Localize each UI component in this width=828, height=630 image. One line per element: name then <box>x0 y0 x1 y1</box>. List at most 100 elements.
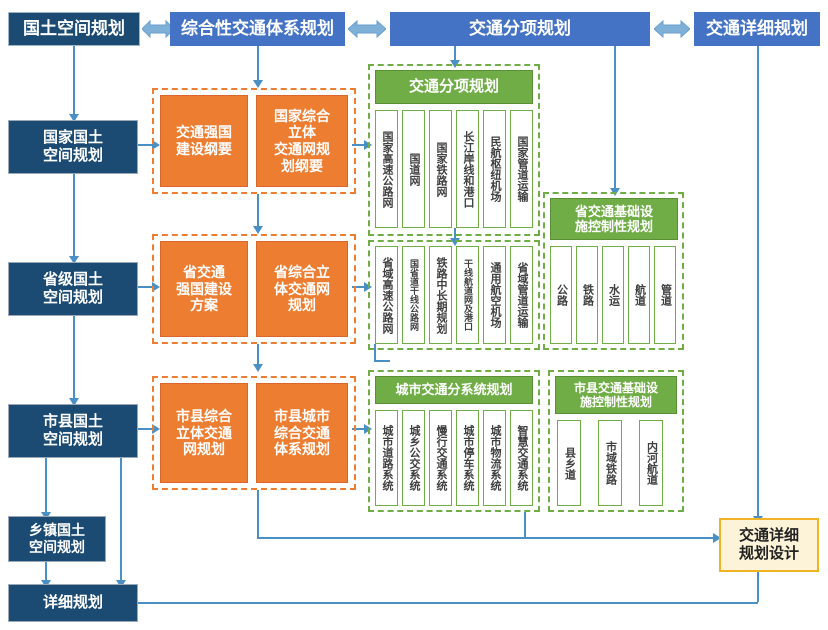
left-box-national-land-space-planning[interactable]: 国家国土 空间规划 <box>8 120 138 174</box>
green-item-railway[interactable]: 铁路 <box>576 246 598 344</box>
green-item-civil-aviation-hub-airports[interactable]: 民航枢纽机场 <box>483 110 506 228</box>
box-line-1: 交通详细 <box>738 527 799 545</box>
orange-box-municipal-multimodal-network-plan[interactable]: 市县综合 立体交通 网规划 <box>160 383 248 483</box>
arrow-right-icon <box>713 533 721 543</box>
connector-line <box>374 344 376 362</box>
arrow-down-icon <box>69 114 79 122</box>
connector-line <box>352 428 368 430</box>
green-item-general-aviation-airports[interactable]: 通用航空机场 <box>483 246 506 344</box>
box-line-1: 乡镇国土 <box>29 522 85 539</box>
box-line-3: 体系规划 <box>274 441 330 458</box>
double-arrow-icon <box>348 19 386 39</box>
connector-line <box>454 46 456 62</box>
green-group-urban-subsystem-container <box>368 370 540 512</box>
title-line-1: 市县交通基础设 <box>573 380 658 395</box>
connector-line <box>757 46 759 518</box>
arrow-down-icon <box>253 226 263 234</box>
orange-box-provincial-transport-power-plan[interactable]: 省交通 强国建设 方案 <box>160 241 248 337</box>
connector-line <box>757 570 759 602</box>
box-line-1: 市县综合 <box>176 408 232 425</box>
green-item-waterway[interactable]: 航道 <box>628 246 650 344</box>
connector-line <box>257 537 717 539</box>
green-title-provincial-infra-control-plan[interactable]: 省交通基础设 施控制性规划 <box>550 198 678 240</box>
connector-line <box>352 144 368 146</box>
box-line-2: 空间规划 <box>42 147 103 164</box>
green-item-smart-transport-system[interactable]: 智慧交通系统 <box>510 410 533 506</box>
connector-line <box>138 602 758 604</box>
green-item-water-transport[interactable]: 水运 <box>602 246 624 344</box>
box-line-2: 空间规划 <box>42 289 103 306</box>
green-item-county-township-road[interactable]: 县乡道 <box>557 420 581 506</box>
box-line-2: 建设纲要 <box>176 141 232 157</box>
green-group-provincial-sector-container <box>368 240 540 350</box>
green-title-transport-sector-planning[interactable]: 交通分项规划 <box>375 70 533 104</box>
green-item-yangtze-shoreline-and-ports[interactable]: 长江岸线和港口 <box>456 110 479 228</box>
green-item-railway-medium-long-term-plan[interactable]: 铁路中长期规划 <box>429 246 452 344</box>
green-title-municipal-infra-control-plan[interactable]: 市县交通基础设 施控制性规划 <box>555 376 677 414</box>
header-box-comprehensive-transport-system-planning[interactable]: 综合性交通体系规划 <box>170 12 345 46</box>
green-item-urban-logistics-system[interactable]: 城市物流系统 <box>483 410 506 506</box>
box-line-2: 体交通网 <box>274 280 330 297</box>
title-line-2: 施控制性规划 <box>579 395 652 409</box>
green-item-inland-waterway[interactable]: 内河航道 <box>639 420 663 506</box>
connector-line <box>73 316 75 400</box>
box-line-3: 交通网规 <box>274 141 330 157</box>
green-item-municipal-railway[interactable]: 市域铁路 <box>598 420 622 506</box>
green-item-provincial-expressway-network[interactable]: 省域高速公路网 <box>375 246 398 344</box>
arrow-down-icon <box>69 256 79 264</box>
green-item-urban-road-system[interactable]: 城市道路系统 <box>375 410 398 506</box>
arrow-down-icon <box>253 80 263 88</box>
title-line-2: 施控制性规划 <box>574 219 653 234</box>
green-item-urban-rural-transit-system[interactable]: 城乡公交系统 <box>402 410 425 506</box>
detail-design-box[interactable]: 交通详细 规划设计 <box>719 518 819 572</box>
box-line-3: 网规划 <box>183 441 225 458</box>
orange-box-municipal-urban-transport-system-plan[interactable]: 市县城市 综合交通 体系规划 <box>256 383 348 483</box>
header-box-transport-sector-planning[interactable]: 交通分项规划 <box>390 12 650 46</box>
green-item-provincial-trunk-highway-network[interactable]: 国省道干线公路网 <box>402 246 425 344</box>
green-item-slow-traffic-system[interactable]: 慢行交通系统 <box>429 410 452 506</box>
connector-line <box>138 428 156 430</box>
orange-box-transport-power-outline[interactable]: 交通强国 建设纲要 <box>160 95 248 187</box>
green-item-national-pipeline-transport[interactable]: 国家管道运输 <box>510 110 533 228</box>
green-item-provincial-pipeline-transport[interactable]: 省域管道运输 <box>510 246 533 344</box>
green-item-national-highway-network[interactable]: 国道网 <box>402 110 425 228</box>
connector-line <box>73 174 75 258</box>
green-group-national-sector-container <box>368 64 540 236</box>
title-line-1: 省交通基础设 <box>574 203 653 219</box>
orange-group-municipal-container <box>152 376 356 490</box>
green-item-highway[interactable]: 公路 <box>550 246 572 344</box>
left-box-municipal-land-space-planning[interactable]: 市县国土 空间规划 <box>8 404 138 458</box>
green-item-pipeline[interactable]: 管道 <box>654 246 676 344</box>
connector-line <box>257 194 259 228</box>
orange-group-national-container <box>152 88 356 194</box>
box-line-3: 规划 <box>288 297 316 314</box>
orange-box-national-multimodal-network-outline[interactable]: 国家综合 立体 交通网规 划纲要 <box>256 95 348 187</box>
connector-line <box>73 46 75 116</box>
green-item-national-expressway-network[interactable]: 国家高速公路网 <box>375 110 398 228</box>
arrow-down-icon <box>450 238 460 246</box>
orange-box-provincial-multimodal-network-plan[interactable]: 省综合立 体交通网 规划 <box>256 241 348 337</box>
box-line-2: 空间规划 <box>42 431 103 448</box>
green-item-national-railway-network[interactable]: 国家铁路网 <box>429 110 452 228</box>
connector-line <box>374 360 390 362</box>
box-line-2: 规划设计 <box>738 545 799 562</box>
connector-line <box>524 512 526 538</box>
left-box-provincial-land-space-planning[interactable]: 省级国土 空间规划 <box>8 262 138 316</box>
orange-group-provincial-container <box>152 234 356 344</box>
left-box-detailed-planning[interactable]: 详细规划 <box>8 584 138 622</box>
box-line-1: 省级国土 <box>42 271 103 289</box>
box-line-1: 国家综合 <box>274 107 330 124</box>
green-item-trunk-waterway-network-and-ports[interactable]: 干线航道网及港口 <box>456 246 479 344</box>
box-line-2: 综合交通 <box>274 424 330 441</box>
double-arrow-icon <box>142 19 174 39</box>
header-box-land-space-planning[interactable]: 国土空间规划 <box>8 12 140 46</box>
connector-line <box>257 46 259 82</box>
box-line-2: 立体 <box>288 124 316 141</box>
left-box-township-land-space-planning[interactable]: 乡镇国土 空间规划 <box>8 516 106 562</box>
arrow-right-icon <box>152 140 160 150</box>
green-item-urban-parking-system[interactable]: 城市停车系统 <box>456 410 479 506</box>
header-box-transport-detailed-planning[interactable]: 交通详细规划 <box>694 12 820 46</box>
green-title-urban-transport-subsystem-plan[interactable]: 城市交通分系统规划 <box>375 376 533 404</box>
box-line-2: 空间规划 <box>29 539 85 555</box>
